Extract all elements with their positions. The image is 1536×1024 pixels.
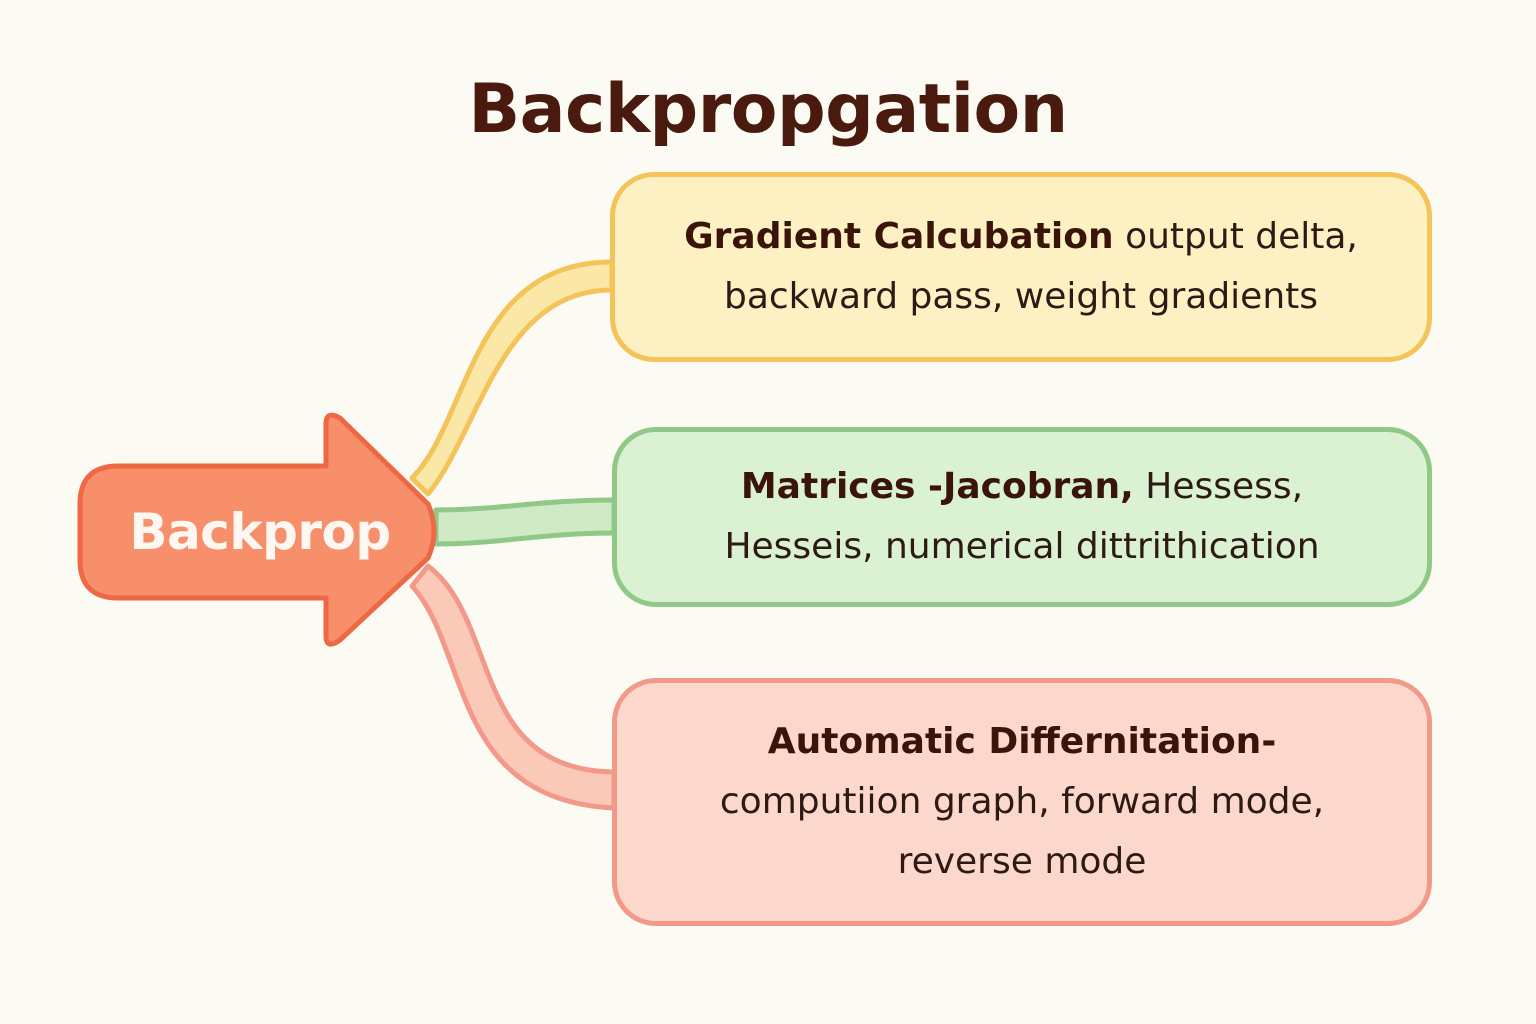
- branch-gradient-line1: Gradient Calcubation output delta,: [684, 207, 1358, 267]
- branch-matrices-box: Matrices -Jacobran, Hessess, Hesseis, nu…: [612, 427, 1432, 607]
- branch-gradient-line2: backward pass, weight gradients: [723, 276, 1319, 317]
- branch-gradient-heading: Gradient Calcubation: [684, 216, 1114, 257]
- branch-autodiff-heading: Automatic Differnitation-: [767, 721, 1277, 762]
- root-arrow-shape: [77, 412, 437, 647]
- branch-autodiff-line2: computiion graph, forward mode,: [719, 781, 1325, 822]
- branch-autodiff-box: Automatic Differnitation- computiion gra…: [612, 678, 1432, 926]
- branch-autodiff-line3: reverse mode: [897, 841, 1147, 882]
- diagram-title: Backpropgation: [468, 70, 1068, 149]
- connector-gradient: [409, 259, 615, 497]
- branch-gradient-box: Gradient Calcubation output delta, backw…: [610, 172, 1432, 362]
- connector-autodiff: [409, 563, 617, 811]
- connector-matrices: [433, 497, 617, 547]
- branch-matrices-heading: Matrices -Jacobran,: [740, 466, 1134, 507]
- branch-matrices-text1: Hessess,: [1133, 466, 1304, 507]
- branch-matrices-line2: Hesseis, numerical dittrithication: [724, 526, 1320, 567]
- branch-gradient-text1: output delta,: [1113, 216, 1358, 257]
- root-node-label: Backprop: [129, 503, 391, 561]
- branch-matrices-line1: Matrices -Jacobran, Hessess,: [724, 457, 1319, 517]
